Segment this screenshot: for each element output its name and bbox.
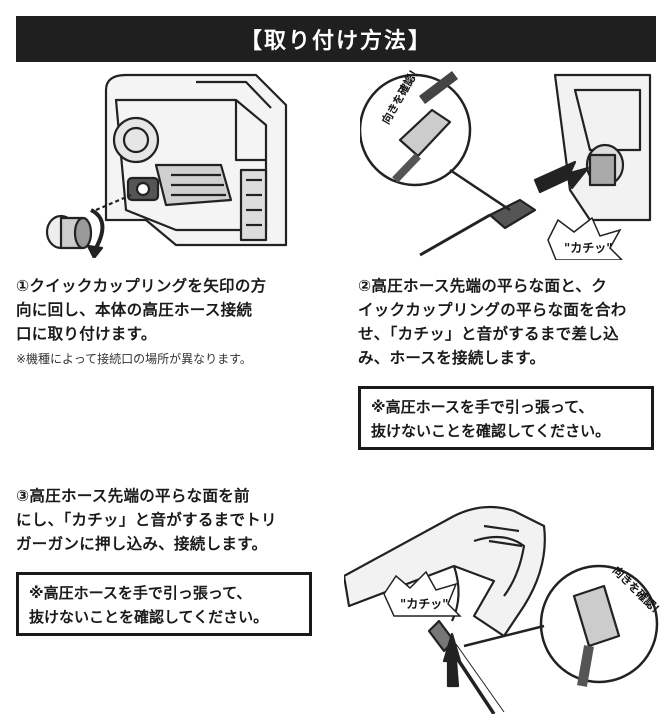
step2-line: イックカップリングの平らな面を合わ (358, 301, 627, 319)
warning-line: ※高圧ホースを手で引っ張って、 (371, 398, 594, 416)
click-sound-label: "カチッ" (400, 597, 449, 611)
step2-line: ②高圧ホース先端の平らな面と、ク (358, 277, 608, 295)
step3-line: にし、「カチッ」と音がするまでトリ (16, 511, 277, 529)
step2-line: せ、「カチッ」と音がするまで差し込 (358, 325, 619, 343)
step1-line: 口に取り付けます。 (16, 325, 157, 343)
step3-line: ③高圧ホース先端の平らな面を前 (16, 487, 250, 505)
step2-illustration: 向きを確認！ "カチッ" (360, 70, 656, 260)
step3-illustration: 向きを確認！ "カチッ" (344, 486, 664, 714)
step1-line: 向に回し、本体の高圧ホース接続 (16, 301, 253, 319)
step1-instructions: ①クイックカップリングを矢印の方 向に回し、本体の高圧ホース接続 口に取り付けま… (16, 274, 328, 346)
step3-warning-box: ※高圧ホースを手で引っ張って、 抜けないことを確認してください。 (16, 572, 312, 636)
step1-note: ※機種によって接続口の場所が異なります。 (16, 352, 252, 366)
step1-line: ①クイックカップリングを矢印の方 (16, 277, 267, 295)
warning-line: 抜けないことを確認してください。 (371, 422, 611, 440)
step2-warning-box: ※高圧ホースを手で引っ張って、 抜けないことを確認してください。 (358, 386, 654, 450)
step3-instructions: ③高圧ホース先端の平らな面を前 にし、「カチッ」と音がするまでトリ ガーガンに押… (16, 484, 328, 556)
section-title: 【取り付け方法】 (16, 16, 656, 62)
click-sound-label: "カチッ" (564, 241, 613, 255)
step2-line: み、ホースを接続します。 (358, 349, 546, 367)
warning-line: ※高圧ホースを手で引っ張って、 (29, 584, 252, 602)
step1-illustration (36, 70, 298, 258)
warning-line: 抜けないことを確認してください。 (29, 608, 269, 626)
step2-instructions: ②高圧ホース先端の平らな面と、ク イックカップリングの平らな面を合わ せ、「カチ… (358, 274, 662, 370)
step3-line: ガーガンに押し込み、接続します。 (16, 535, 268, 553)
